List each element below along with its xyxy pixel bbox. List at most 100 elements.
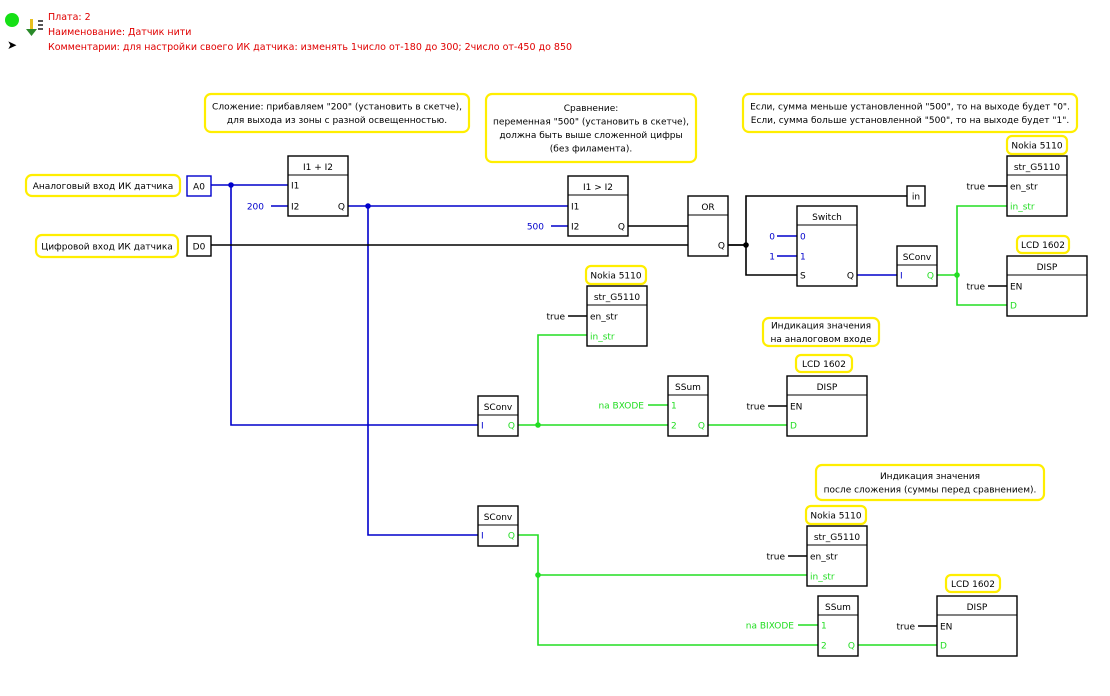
badge-lcd-analog [794,353,854,374]
block-lcd-sum-port: D [940,642,947,652]
note-digital-input [34,233,180,259]
badge-lcd-sum-text: LCD 1602 [951,580,995,590]
block-ssum-analog[interactable] [667,375,709,437]
block-lcd-analog[interactable] [786,375,868,437]
block-switch-port: 1 [800,253,806,263]
block-ssum-sum[interactable] [817,595,859,657]
note-addition-text: Сложение: прибавляем "200" (установить в… [212,103,462,113]
wire [518,534,818,646]
block-add[interactable] [287,155,349,217]
block-lcd-main-title: DISP [1037,263,1058,273]
block-compare-title: I1 > I2 [583,183,613,193]
block-sconv-analog-port: Q [508,422,515,432]
block-nokia-sum-port: en_str [810,553,838,563]
note-comparison-text: Сравнение: [564,104,619,114]
download-icon[interactable] [26,18,44,38]
const-true: true [967,183,986,193]
note-digital-input-text: Цифровой вход ИК датчика [41,242,173,252]
block-lcd-analog-title: DISP [817,383,838,393]
block-lcd-main[interactable] [1006,255,1088,317]
name-label: Наименование: Датчик нити [48,27,192,38]
pin-in-label: in [912,193,920,203]
block-add-port: I2 [291,203,299,213]
const-switch-1: 1 [769,253,775,263]
badge-nokia-analog [584,264,648,286]
block-sconv-main[interactable] [896,245,938,287]
wire [956,275,1008,306]
block-lcd-main-port: EN [1010,283,1022,293]
note-analog-input [24,173,182,198]
badge-nokia-main-text: Nokia 5110 [1011,142,1063,152]
pointer-arrow-icon[interactable]: ➤ [7,38,18,52]
badge-lcd-main-text: LCD 1602 [1021,241,1065,251]
block-nokia-main-port: in_str [1010,203,1035,213]
wire [956,205,1008,275]
note-sum-indication-text: после сложения (суммы перед сравнением). [824,486,1037,496]
block-sconv-main-port: Q [927,272,934,282]
block-sconv-analog-title: SConv [484,403,513,413]
note-analog-indication [761,316,881,348]
board-label: Плата: 2 [48,12,91,23]
badge-lcd-analog-text: LCD 1602 [802,360,846,370]
const-200: 200 [247,203,264,213]
block-sconv-sum[interactable] [477,505,519,547]
block-nokia-analog[interactable] [586,285,648,347]
pin-in[interactable] [906,185,926,207]
pin-a0[interactable] [186,175,212,197]
wire [367,206,478,536]
block-nokia-sum[interactable] [806,525,868,587]
block-ssum-sum-port: 2 [821,642,827,652]
const-true: true [897,623,916,633]
badge-nokia-analog-text: Nokia 5110 [590,272,642,282]
pin-d0-label: D0 [193,243,206,253]
wire [230,185,478,426]
block-add-title: I1 + I2 [303,163,333,173]
block-nokia-sum-port: in_str [810,573,835,583]
block-or[interactable] [687,195,729,257]
block-switch[interactable] [796,205,858,287]
pin-a0-label: A0 [193,183,205,193]
block-sconv-main-port: I [900,272,903,282]
badge-lcd-sum [944,573,1002,594]
block-switch-port: S [800,272,806,282]
wire [537,334,588,425]
block-nokia-analog-port: in_str [590,333,615,343]
const-true: true [767,553,786,563]
block-lcd-analog-port: D [790,422,797,432]
note-analog-input-text: Аналоговый вход ИК датчика [33,182,173,192]
note-analog-indication-text: Индикация значения [771,322,871,332]
block-ssum-analog-port: 2 [671,422,677,432]
pin-d0[interactable] [186,235,212,257]
block-sconv-sum-title: SConv [484,513,513,523]
const-500: 500 [527,223,544,233]
const-true: true [547,313,566,323]
block-lcd-sum[interactable] [936,595,1018,657]
block-nokia-main-port: en_str [1010,183,1038,193]
const-true: true [747,403,766,413]
badge-nokia-main [1005,134,1069,156]
wires [211,182,1008,646]
note-result-text: Если, сумма больше установленной "500", … [751,116,1069,126]
const-na-bxode: na BXODE [598,402,644,412]
block-lcd-main-port: D [1010,302,1017,312]
block-sconv-analog[interactable] [477,395,519,437]
block-nokia-main[interactable] [1006,155,1068,217]
block-add-port: Q [338,203,345,213]
block-sconv-sum-port: Q [508,532,515,542]
block-nokia-main-title: str_G5110 [1014,163,1061,173]
note-sum-indication [814,463,1046,502]
badge-nokia-sum [804,504,868,526]
block-ssum-analog-port: Q [698,422,705,432]
block-ssum-sum-port: Q [848,642,855,652]
block-nokia-sum-title: str_G5110 [814,533,861,543]
block-compare-port: Q [618,223,625,233]
block-ssum-sum-title: SSum [825,603,851,613]
block-compare-port: I2 [571,223,579,233]
const-true: true [967,283,986,293]
block-compare[interactable] [567,175,629,237]
block-sconv-sum-port: I [481,532,484,542]
note-comparison-text: должна быть выше сложенной цифры [499,131,682,141]
block-sconv-analog-port: I [481,422,484,432]
